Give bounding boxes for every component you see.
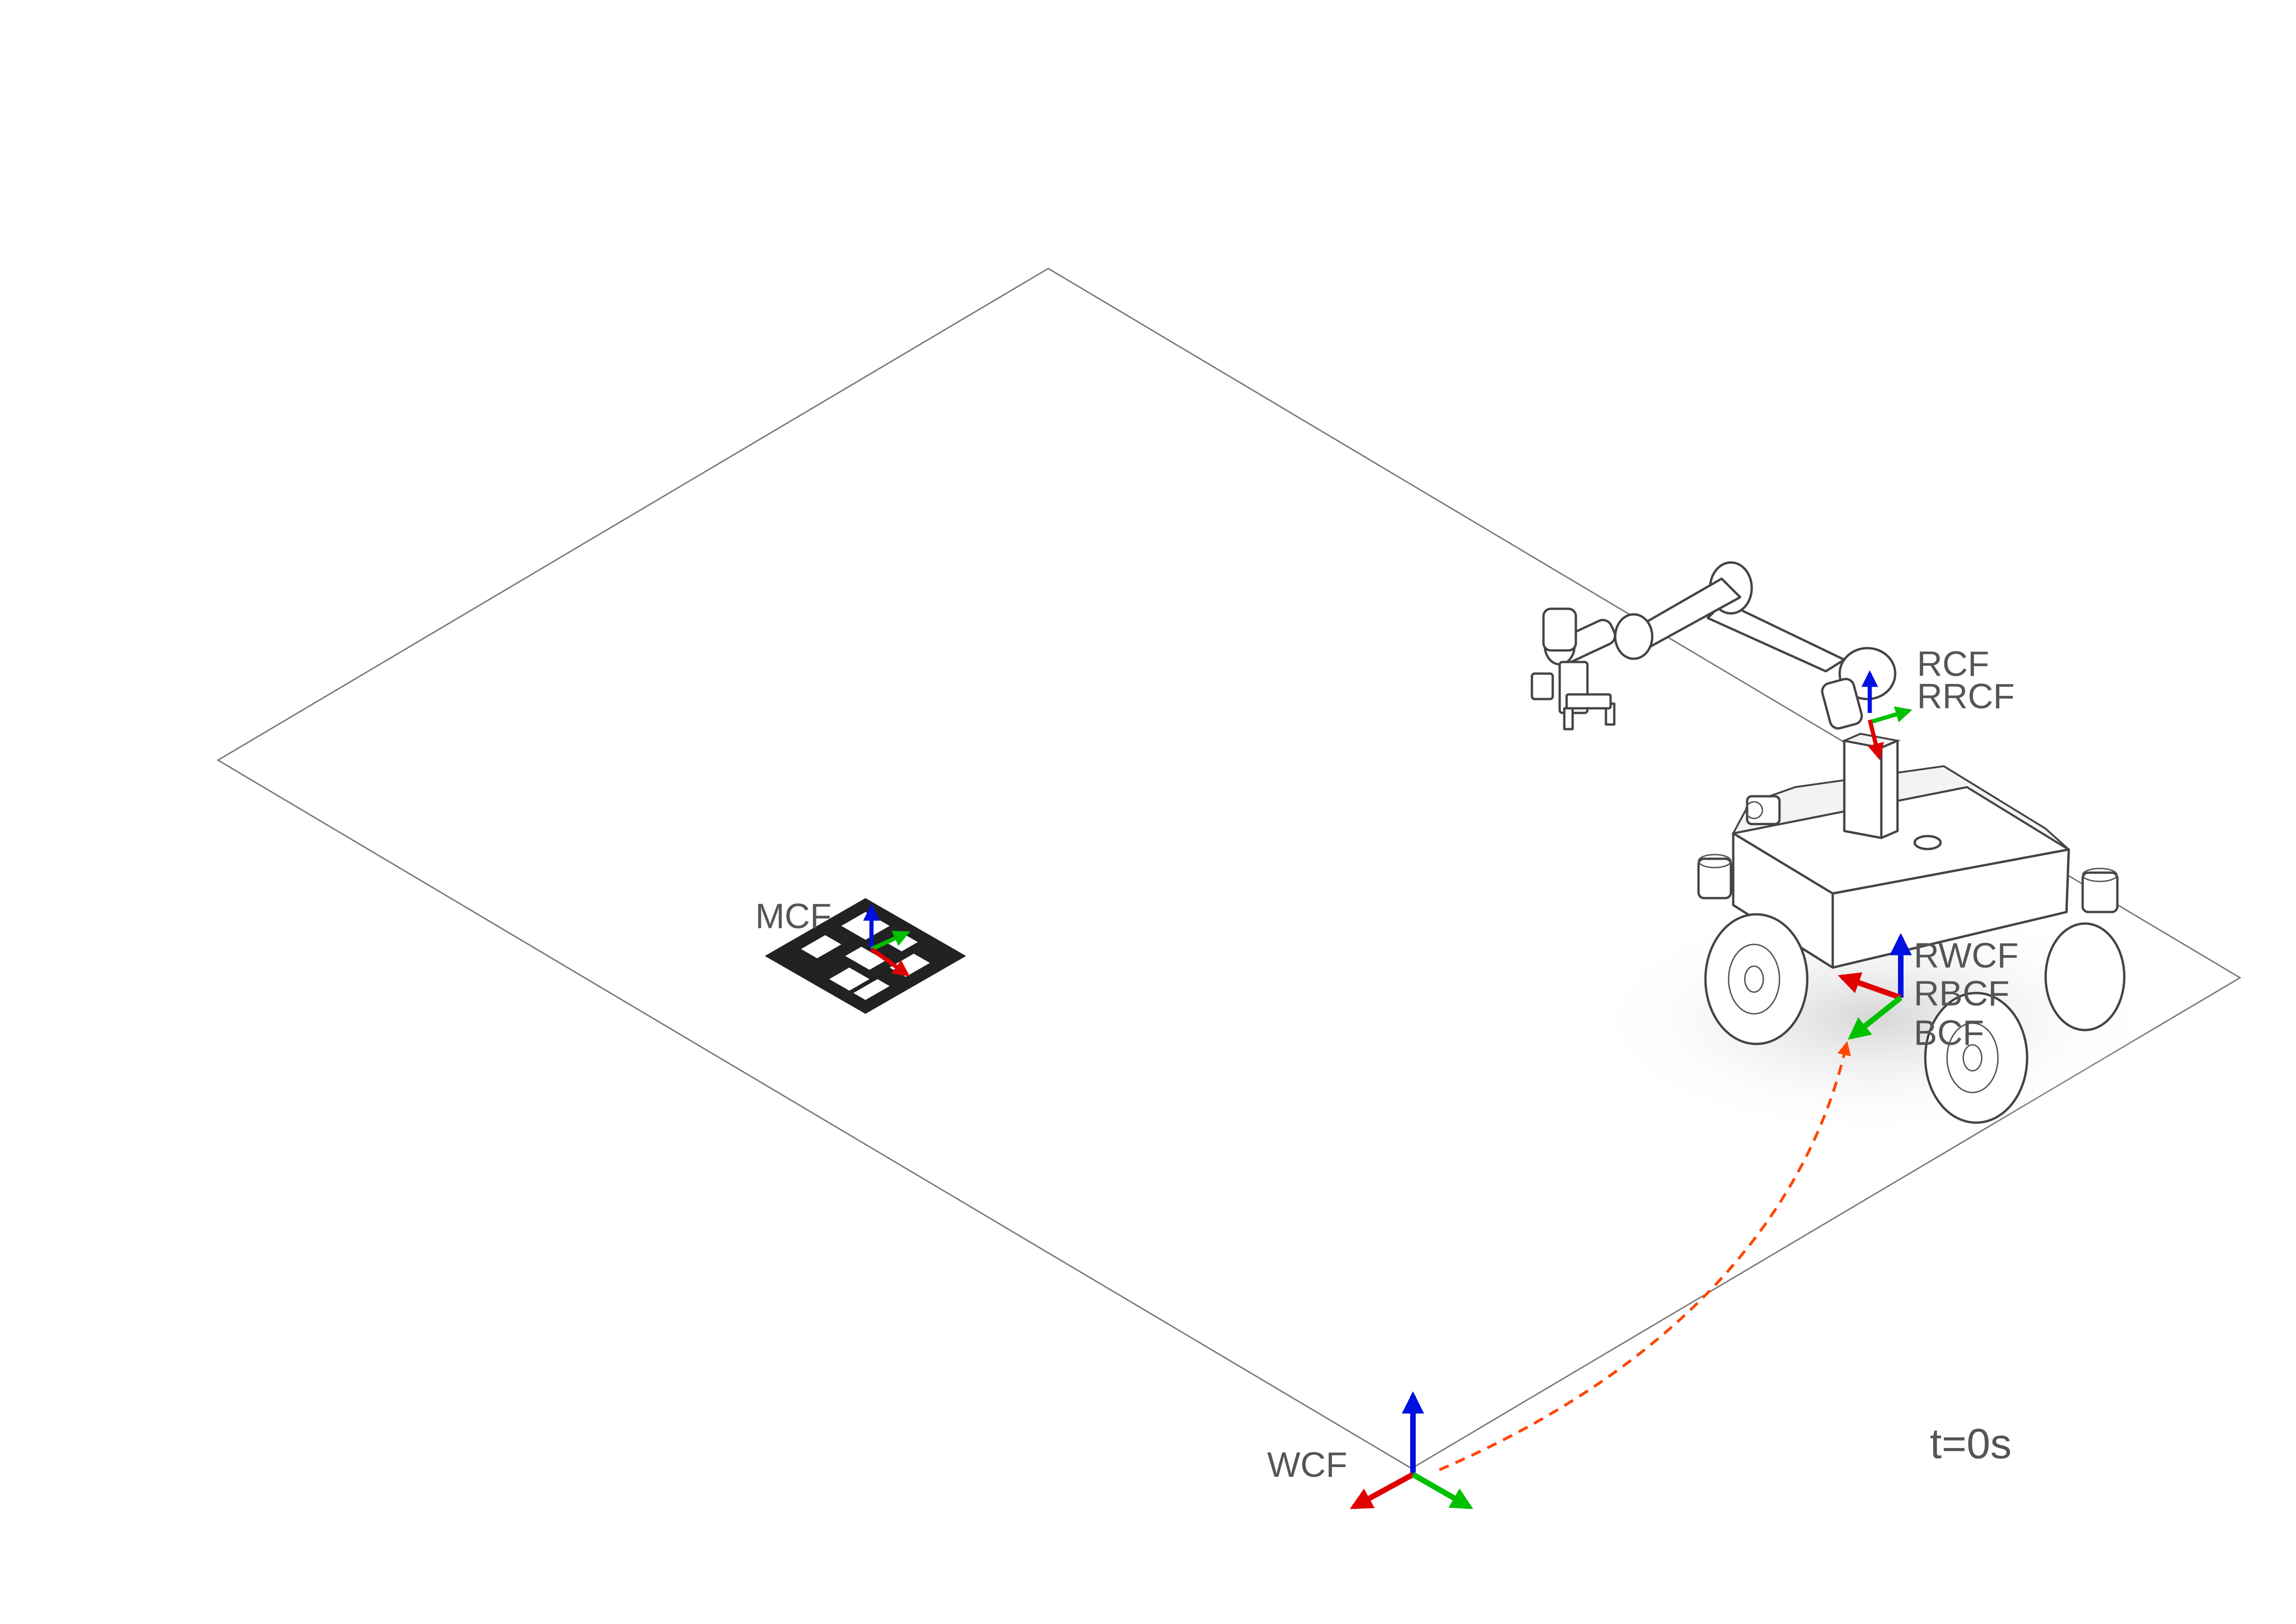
wcf-frame-icon (1350, 1391, 1474, 1510)
wcf-label: WCF (1267, 1445, 1347, 1485)
rear-camera (1745, 795, 1781, 825)
rcf-label: RCF (1917, 644, 1989, 684)
rbcf-label: RBCF (1914, 974, 2010, 1013)
time-label: t=0s (1930, 1420, 2011, 1468)
robot-base (1697, 765, 2119, 969)
bcf-label: BCF (1914, 1013, 1984, 1053)
rcf-frame-icon (1861, 670, 1912, 760)
rbcf-frame-icon (1837, 933, 1912, 1040)
rear-right-wheel (2044, 922, 2126, 1031)
mobile-manipulator-robot-icon (1531, 561, 2126, 1124)
rrcf-label: RRCF (1917, 677, 2015, 716)
robot-column (1841, 732, 1901, 839)
rwcf-label: RWCF (1914, 936, 2019, 975)
mcf-frame-icon (863, 904, 910, 977)
mcf-label: MCF (755, 897, 832, 936)
right-sensor (2081, 868, 2119, 913)
left-sensor (1697, 854, 1732, 899)
front-left-wheel (1704, 913, 1809, 1045)
trajectory-path (1438, 1041, 1851, 1471)
front-right-wheel (1924, 992, 2028, 1124)
robot-arm (1531, 561, 1897, 731)
gripper (1531, 661, 1616, 731)
